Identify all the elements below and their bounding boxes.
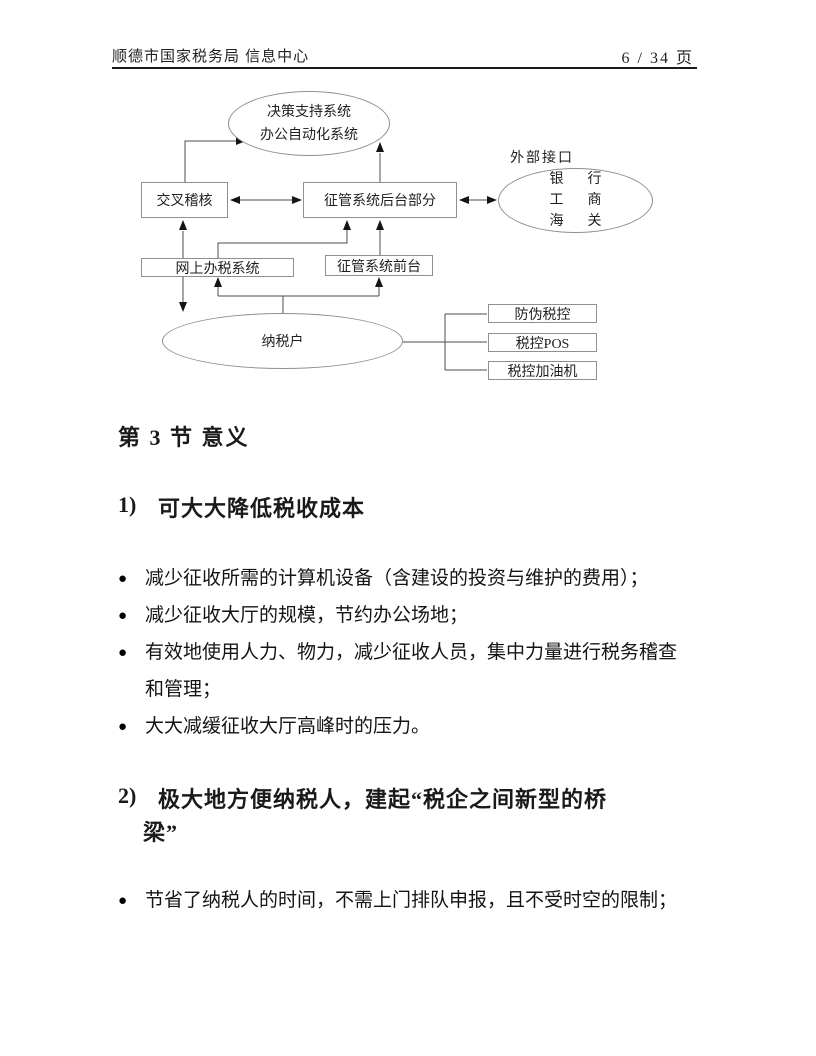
heading-item-1: 1) 可大大降低税收成本 <box>118 492 678 525</box>
label-external-interface: 外部接口 <box>510 151 574 166</box>
node-cross-audit: 交叉稽核 <box>141 182 228 218</box>
heading-item-2-number: 2) <box>118 783 137 808</box>
arrowhead-up-backend-left <box>343 220 351 230</box>
node-frontend: 征管系统前台 <box>325 255 433 276</box>
heading-item-2-title: 极大地方便纳税人，建起“税企之间新型的桥梁” <box>143 787 608 845</box>
header-org: 顺德市国家税务局 信息中心 <box>112 48 310 65</box>
node-taxpayer: 纳税户 <box>162 313 403 369</box>
arrowhead-up-backend-right <box>376 220 384 230</box>
bullet-list-2: ● 节省了纳税人的时间，不需上门排队申报，且不受时空的限制； <box>118 882 698 919</box>
list-item-text: 减少征收所需的计算机设备（含建设的投资与维护的费用）； <box>145 568 649 589</box>
page-number: 6 / 34 页 <box>621 50 694 67</box>
header-rule <box>112 67 697 69</box>
node-backend: 征管系统后台部分 <box>303 182 457 218</box>
node-decision-support-line2: 办公自动化系统 <box>260 127 358 143</box>
arrowhead-left-backend <box>459 196 469 204</box>
node-online-tax: 网上办税系统 <box>141 258 294 277</box>
node-tax-fuel-machine: 税控加油机 <box>488 361 597 380</box>
external-row-industry: 工 商 <box>549 193 607 208</box>
arrowhead-right-backend <box>292 196 302 204</box>
arrowhead-up-decision <box>376 142 384 152</box>
node-decision-support-line1: 决策支持系统 <box>267 104 351 120</box>
list-item: ● 大大减缓征收大厅高峰时的压力。 <box>118 708 683 745</box>
section-title: 第 3 节 意义 <box>118 425 250 450</box>
heading-item-1-title: 可大大降低税收成本 <box>158 496 366 521</box>
arrowhead-right-external <box>487 196 497 204</box>
external-row-bank: 银 行 <box>549 172 607 187</box>
list-item: ● 节省了纳税人的时间，不需上门排队申报，且不受时空的限制； <box>118 882 698 919</box>
list-item-text: 节省了纳税人的时间，不需上门排队申报，且不受时空的限制； <box>145 890 678 911</box>
arrowhead-up-onlinetax <box>214 277 222 287</box>
node-tax-pos: 税控POS <box>488 333 597 352</box>
heading-item-2: 2) 极大地方便纳税人，建起“税企之间新型的桥梁” <box>118 783 623 849</box>
arrowhead-up-frontend <box>375 277 383 287</box>
node-anti-forgery: 防伪税控 <box>488 304 597 323</box>
external-row-customs: 海 关 <box>549 214 607 229</box>
list-item: ● 减少征收所需的计算机设备（含建设的投资与维护的费用）； <box>118 560 683 597</box>
heading-item-1-number: 1) <box>118 492 137 517</box>
list-item-text: 减少征收大厅的规模，节约办公场地； <box>145 605 469 626</box>
bullet-icon: ● <box>118 571 128 587</box>
list-item: ● 减少征收大厅的规模，节约办公场地； <box>118 597 683 634</box>
node-external-interfaces: 银 行 工 商 海 关 <box>498 168 653 233</box>
connector-onlinetax-backend <box>217 230 348 258</box>
list-item-text: 有效地使用人力、物力，减少征收人员，集中力量进行税务稽查和管理； <box>145 642 678 700</box>
system-architecture-diagram: 决策支持系统 办公自动化系统 交叉稽核 征管系统后台部分 外部接口 银 行 工 … <box>0 0 816 420</box>
list-item-text: 大大减缓征收大厅高峰时的压力。 <box>145 716 431 737</box>
arrowhead-down-taxpayer <box>179 302 187 312</box>
bullet-icon: ● <box>118 719 128 735</box>
connector-crossaudit-decision <box>184 140 237 182</box>
bullet-list-1: ● 减少征收所需的计算机设备（含建设的投资与维护的费用）； ● 减少征收大厅的规… <box>118 560 683 745</box>
bullet-icon: ● <box>118 608 128 624</box>
bullet-icon: ● <box>118 645 128 661</box>
node-decision-support: 决策支持系统 办公自动化系统 <box>228 91 390 156</box>
arrowhead-up-crossaudit <box>179 220 187 230</box>
arrowhead-left-crossaudit <box>230 196 240 204</box>
bullet-icon: ● <box>118 893 128 909</box>
list-item: ● 有效地使用人力、物力，减少征收人员，集中力量进行税务稽查和管理； <box>118 634 683 708</box>
